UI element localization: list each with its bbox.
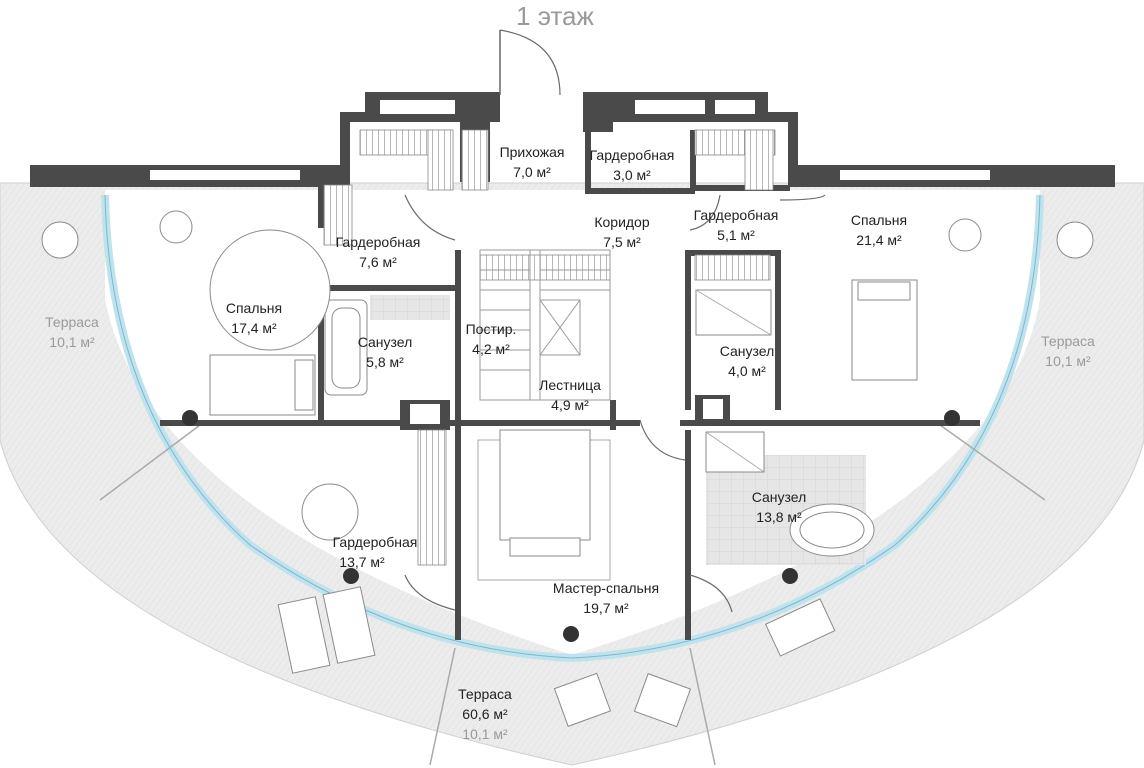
- room-area: 13,7 м²: [339, 554, 385, 570]
- room-name: Санузел: [358, 334, 413, 350]
- shaft: [410, 404, 440, 424]
- bed-left: [209, 354, 316, 416]
- chair-terrace-right: [1056, 221, 1094, 259]
- room-label-bath-left: Санузел 5,8 м²: [358, 334, 413, 370]
- room-name: Постир.: [466, 321, 517, 337]
- lounge-chair: [633, 673, 692, 728]
- shower-right: [695, 289, 772, 336]
- room-name: Гардеробная: [336, 234, 421, 250]
- shower-master: [705, 431, 765, 473]
- interior-walls: [160, 130, 980, 640]
- room-name: Гардеробная: [333, 534, 418, 550]
- room-area: 5,8 м²: [366, 354, 404, 370]
- floor-title: 1 этаж: [516, 1, 594, 31]
- room-sub-area: 10,1 м²: [462, 726, 508, 742]
- room-label-terrace-right: Терраса 10,1 м²: [1041, 333, 1095, 369]
- room-area: 60,6 м²: [462, 706, 508, 722]
- room-label-terrace-main: Терраса 60,6 м² 10,1 м²: [458, 686, 512, 742]
- room-area: 4,2 м²: [472, 341, 510, 357]
- armchair-right: [948, 218, 982, 252]
- room-area: 4,9 м²: [551, 397, 589, 413]
- terrace-divider: [99, 424, 201, 501]
- staircase: [479, 249, 611, 401]
- entrance-door: [499, 29, 561, 96]
- bathtub-left: [324, 299, 368, 396]
- room-area: 13,8 м²: [756, 509, 802, 525]
- room-area: 7,6 м²: [359, 254, 397, 270]
- columns: [182, 410, 960, 642]
- room-label-bath-right-small: Санузел 4,0 м²: [720, 343, 775, 379]
- room-label-laundry: Постир. 4,2 м²: [466, 321, 517, 357]
- room-area: 10,1 м²: [1045, 353, 1091, 369]
- bathroom-tile-floor: [370, 295, 450, 320]
- room-name: Гардеробная: [590, 147, 675, 163]
- exterior-walls: [30, 92, 1115, 187]
- room-name: Терраса: [45, 314, 99, 330]
- room-label-corridor: Коридор 7,5 м²: [594, 214, 650, 250]
- sunbed: [277, 596, 331, 674]
- room-label-hall: Прихожая 7,0 м²: [500, 144, 565, 180]
- bed-master: [477, 429, 611, 581]
- room-area: 21,4 м²: [856, 232, 902, 248]
- room-label-master-bedroom: Мастер-спальня 19,7 м²: [553, 580, 659, 616]
- room-area: 17,4 м²: [231, 320, 277, 336]
- wardrobe-shelves: [323, 129, 776, 566]
- room-name: Санузел: [752, 489, 807, 505]
- room-name: Мастер-спальня: [553, 580, 659, 596]
- room-name: Спальня: [226, 300, 282, 316]
- room-area: 7,5 м²: [603, 234, 641, 250]
- room-name: Гардеробная: [694, 207, 779, 223]
- room-label-wardrobe-left: Гардеробная 7,6 м²: [336, 234, 421, 270]
- room-area: 10,1 м²: [49, 334, 95, 350]
- room-name: Терраса: [1041, 333, 1095, 349]
- room-name: Терраса: [458, 686, 512, 702]
- room-area: 5,1 м²: [717, 227, 755, 243]
- terrace-divider: [429, 647, 456, 766]
- room-name: Санузел: [720, 343, 775, 359]
- room-label-bedroom-left: Спальня 17,4 м²: [226, 300, 282, 336]
- rug-wardrobe: [301, 483, 359, 541]
- room-label-bath-master: Санузел 13,8 м²: [752, 489, 807, 525]
- sunbed: [322, 586, 376, 664]
- room-area: 7,0 м²: [513, 164, 551, 180]
- door-swings: [404, 194, 826, 613]
- room-label-bedroom-right: Спальня 21,4 м²: [851, 212, 907, 248]
- room-name: Коридор: [594, 214, 650, 230]
- room-name: Спальня: [851, 212, 907, 228]
- shaft: [703, 399, 723, 419]
- room-label-wardrobe-master: Гардеробная 13,7 м²: [333, 534, 418, 570]
- bed-right: [851, 279, 918, 381]
- lounge-chair: [553, 672, 612, 727]
- sofa-terrace: [764, 598, 836, 657]
- glass-facade-edge: [104, 194, 1041, 659]
- room-label-stairs: Лестница 4,9 м²: [539, 377, 601, 413]
- chair-terrace-left: [41, 221, 79, 259]
- room-area: 19,7 м²: [583, 600, 629, 616]
- room-label-terrace-left: Терраса 10,1 м²: [45, 314, 99, 350]
- armchair-left: [159, 210, 193, 244]
- bathtub-master-inner: [799, 511, 865, 549]
- rug-left: [209, 229, 331, 351]
- room-area: 3,0 м²: [613, 167, 651, 183]
- room-name: Лестница: [539, 377, 601, 393]
- room-area: 4,0 м²: [728, 363, 766, 379]
- room-name: Прихожая: [500, 144, 565, 160]
- room-label-wardrobe-small: Гардеробная 3,0 м²: [590, 147, 675, 183]
- room-label-wardrobe-right: Гардеробная 5,1 м²: [694, 207, 779, 243]
- terrace-divider: [689, 647, 716, 766]
- terrace-divider: [939, 424, 1046, 501]
